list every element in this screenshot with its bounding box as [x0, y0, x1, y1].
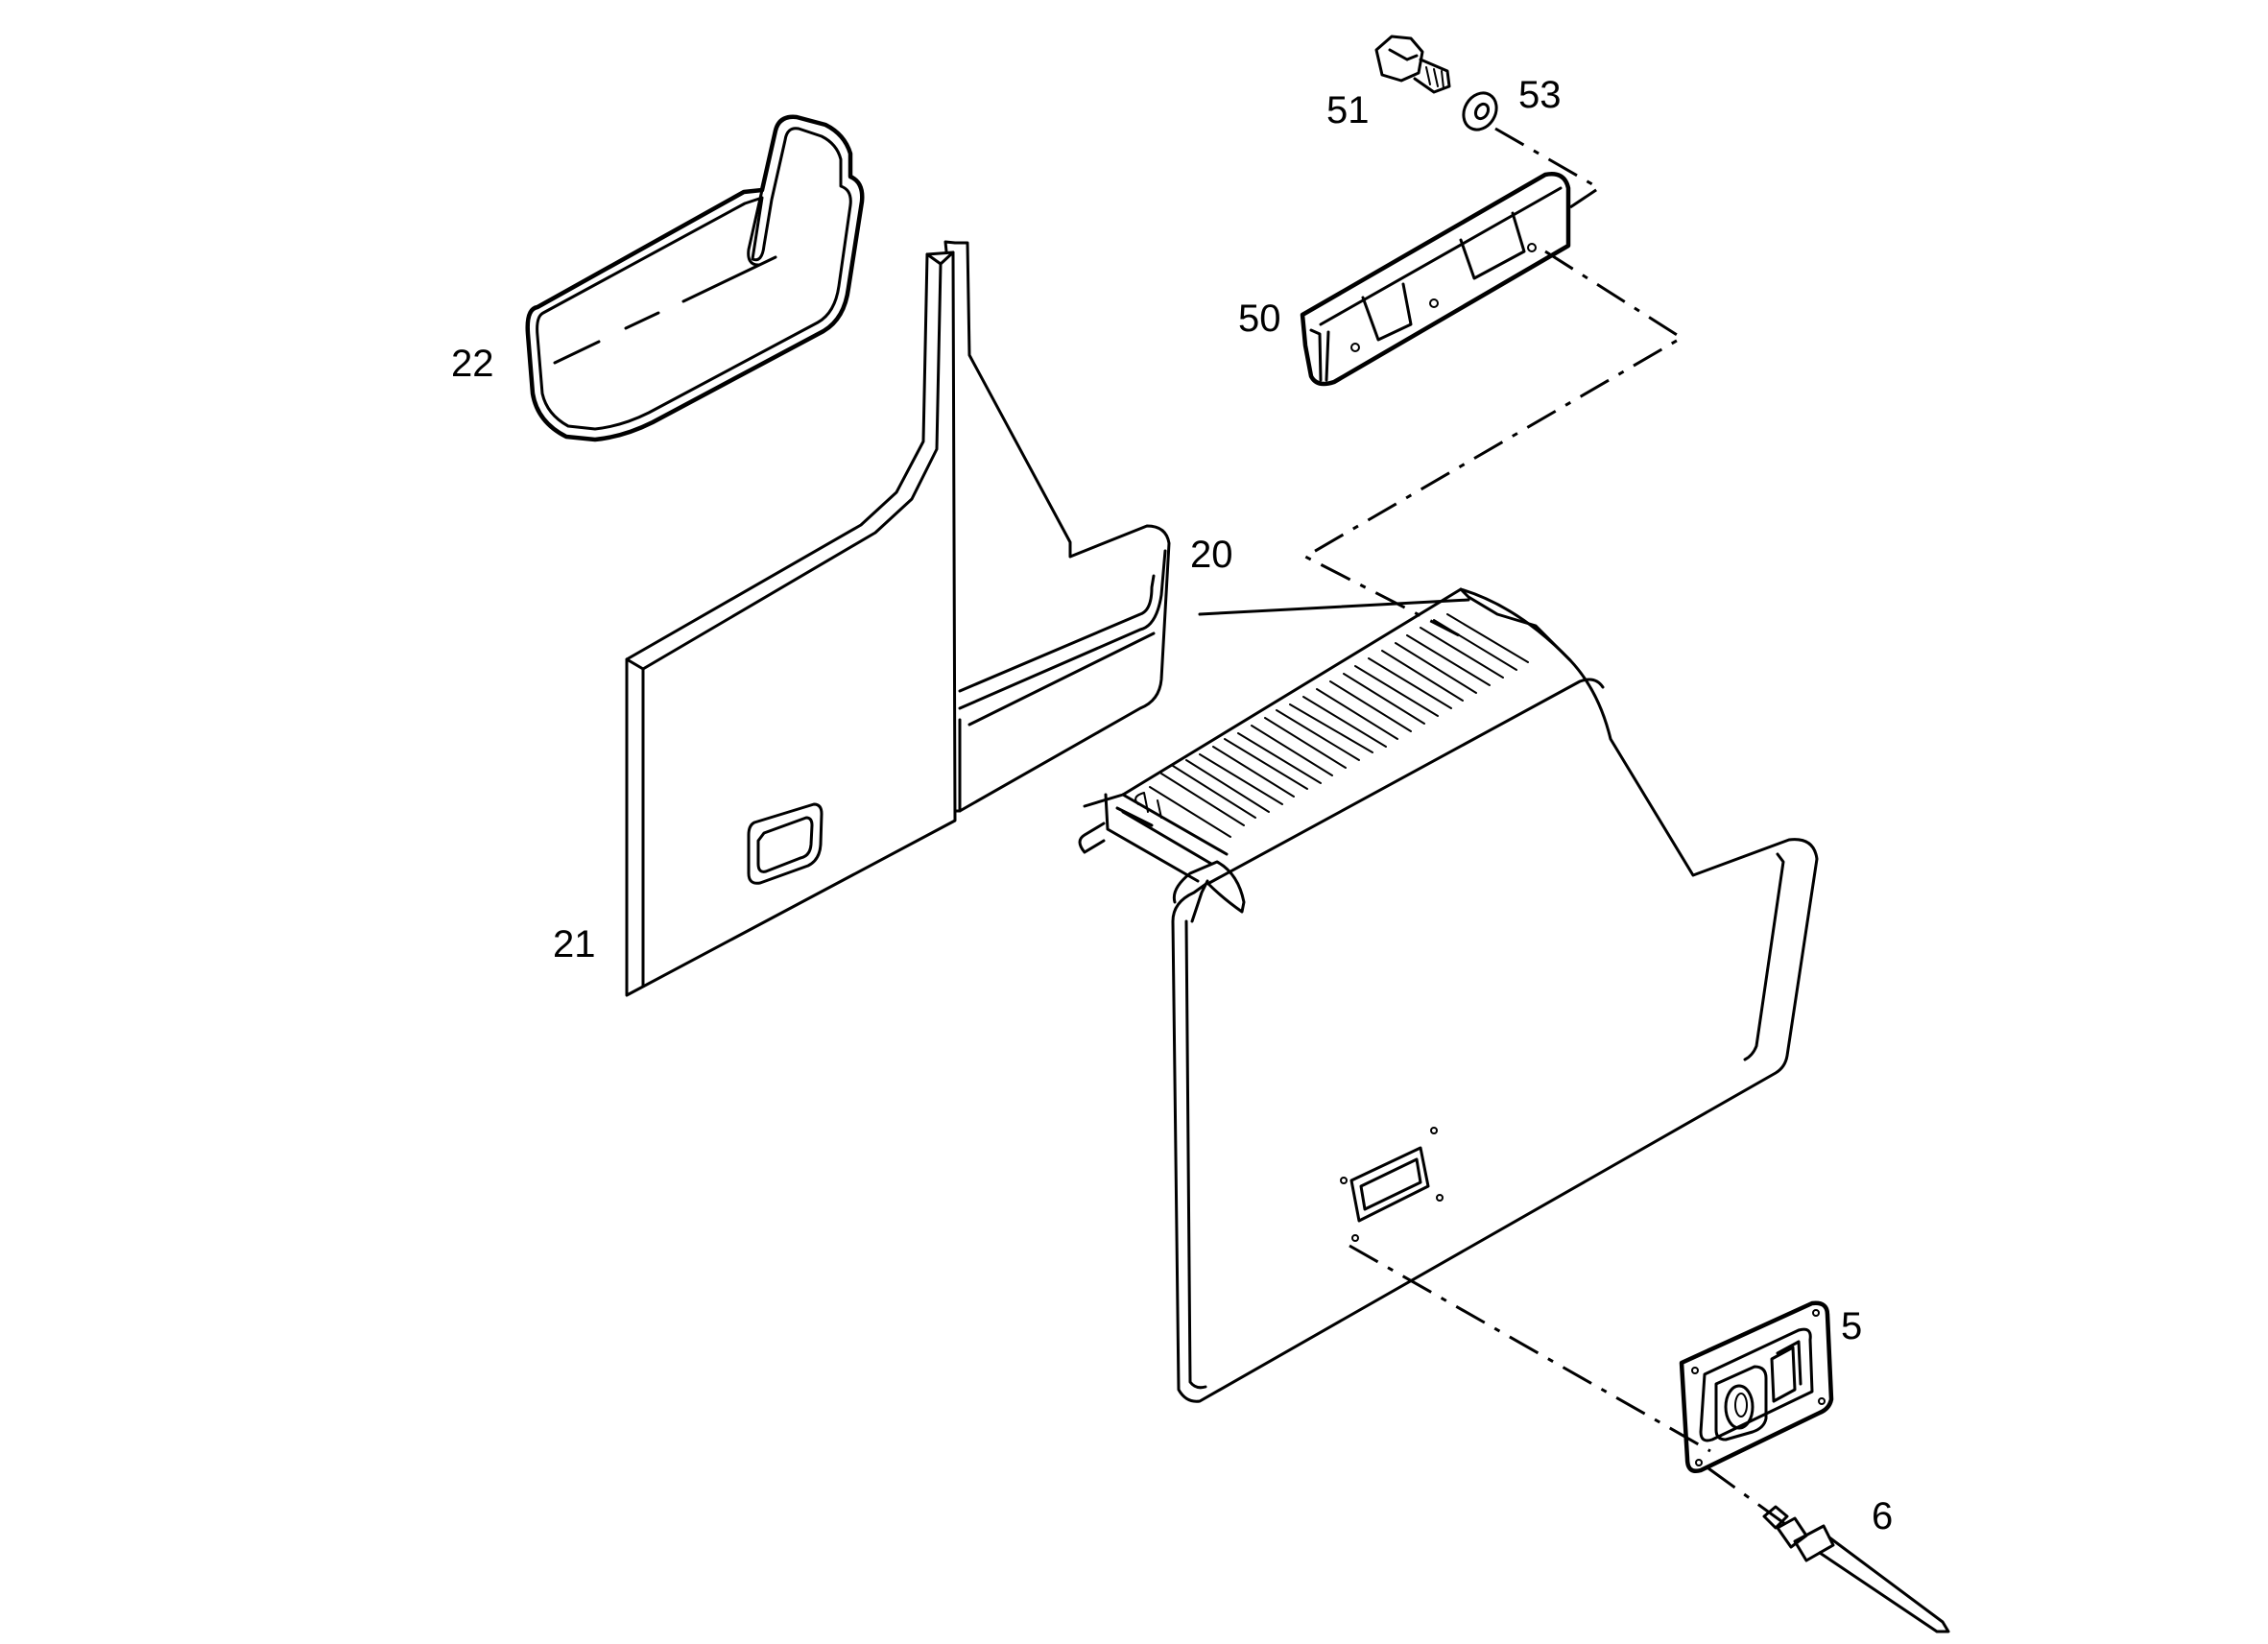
part-5-latch [1679, 1300, 1834, 1473]
part-21-panel [625, 250, 957, 997]
leader-lines [1301, 127, 1786, 1526]
part-53-washer [1462, 91, 1498, 131]
part-6-pin [1762, 1505, 1950, 1633]
callout-53: 53 [1518, 74, 1562, 116]
main-door-panel [1078, 587, 1819, 1403]
vent-slots [1149, 613, 1529, 838]
callout-5: 5 [1841, 1305, 1862, 1347]
callout-6: 6 [1872, 1495, 1893, 1537]
callout-22: 22 [451, 343, 494, 385]
latch-cutout [1340, 1127, 1444, 1242]
part-50-hinge [1300, 172, 1571, 387]
callout-51: 51 [1326, 89, 1370, 131]
callout-20: 20 [1190, 534, 1233, 576]
callout-21: 21 [553, 923, 596, 965]
part-22-pad [525, 114, 865, 442]
part-20-trim [943, 240, 1171, 813]
part-51-bolt [1374, 35, 1451, 94]
callout-50: 50 [1238, 298, 1281, 340]
